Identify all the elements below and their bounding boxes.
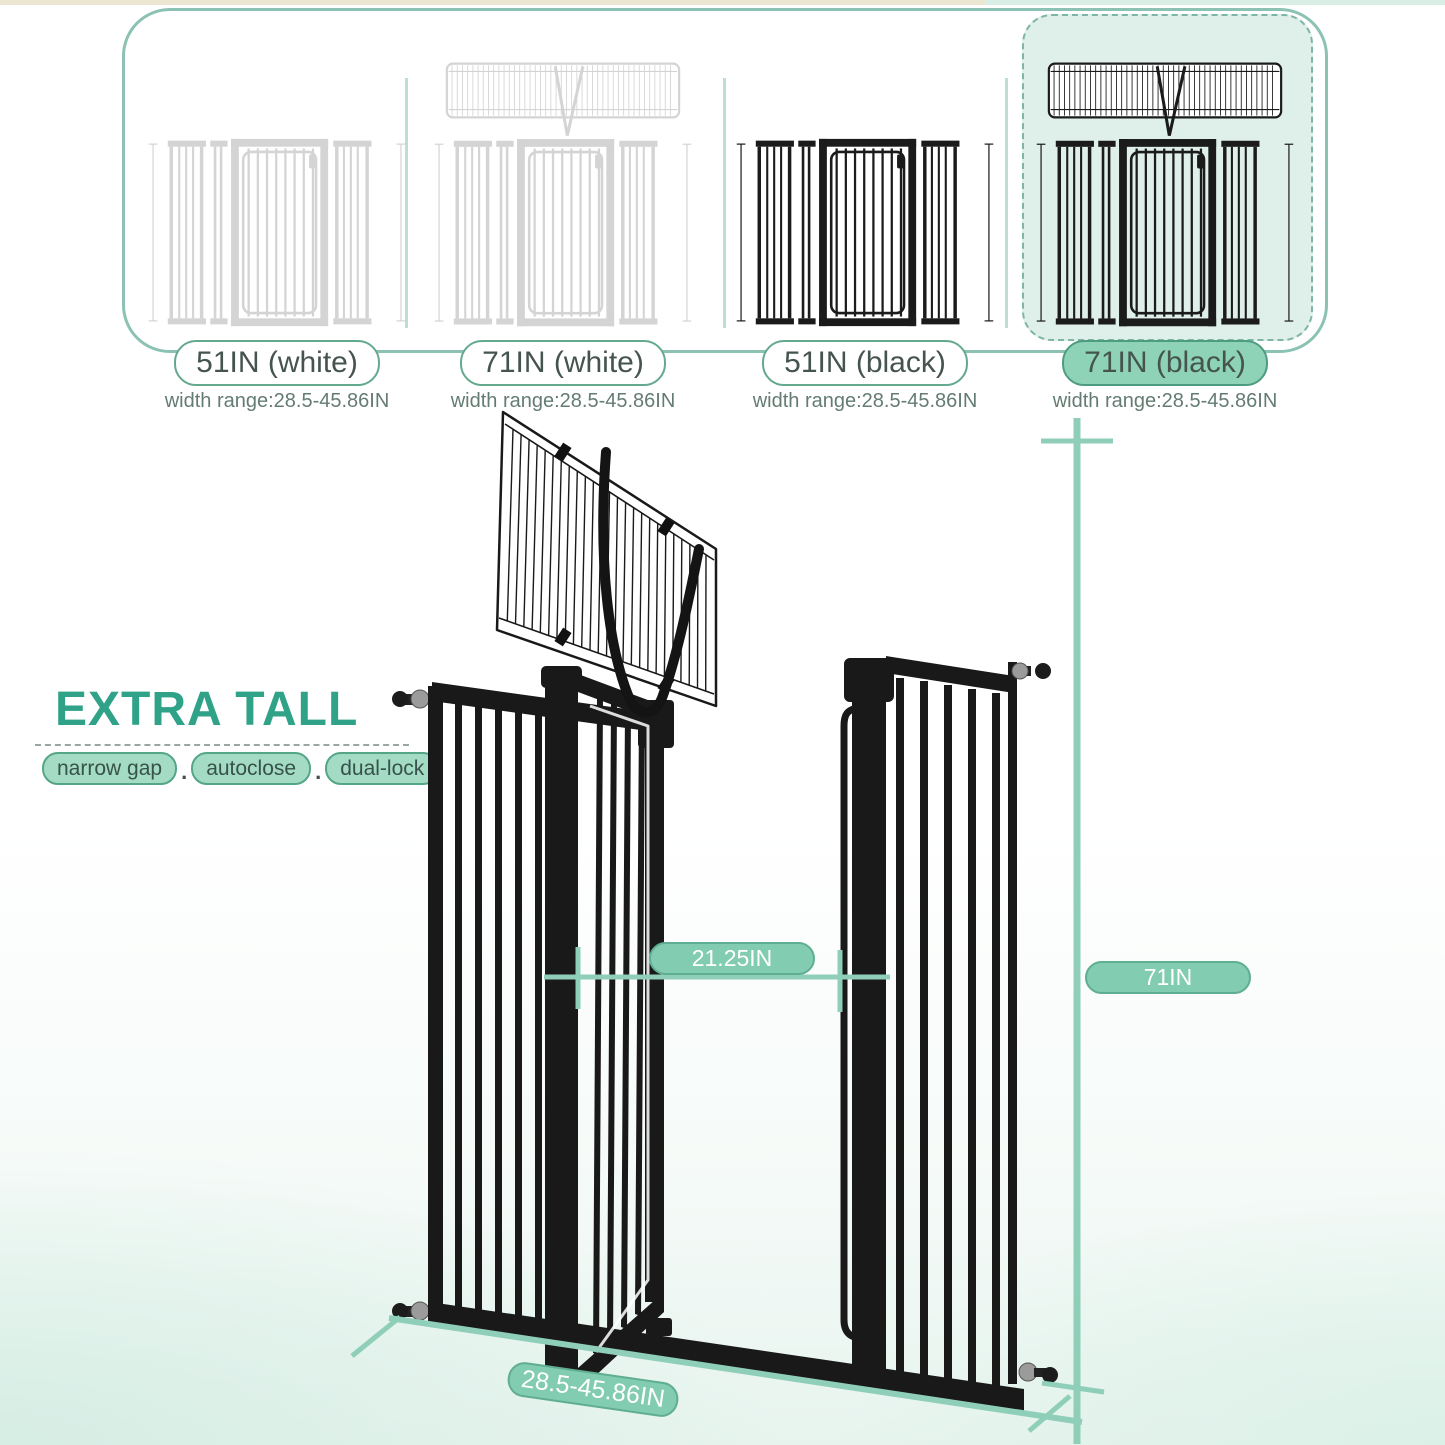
selector-divider <box>1005 78 1008 328</box>
badge-dot: . <box>315 758 322 784</box>
top-strip-left <box>0 0 985 5</box>
variant-option-51in-black[interactable]: 51IN (black) width range:28.5-45.86IN <box>715 10 1015 413</box>
feature-separator-line <box>35 744 409 746</box>
autoclose-handle <box>840 704 866 1342</box>
variant-option-51in-white[interactable]: 51IN (white) width range:28.5-45.86IN <box>127 10 427 413</box>
variant-width-range: width range:28.5-45.86IN <box>752 390 978 412</box>
extra-tall-gate-illustration <box>350 410 1113 1444</box>
variant-width-range: width range:28.5-45.86IN <box>1052 390 1278 412</box>
top-strip-right <box>985 0 1445 5</box>
badge-dot: . <box>181 758 188 784</box>
variant-label[interactable]: 71IN (black) <box>1062 340 1268 386</box>
selector-divider <box>723 78 726 328</box>
variant-option-71in-black[interactable]: 71IN (black) width range:28.5-45.86IN <box>1015 10 1315 413</box>
total-height-label: 71IN <box>1085 961 1251 994</box>
feature-badge-autoclose: autoclose <box>191 752 312 785</box>
feature-badge-narrow-gap: narrow gap <box>42 752 178 785</box>
gate-thumbnail-51in-white <box>127 10 427 334</box>
feature-badges: narrow gap . autoclose . dual-lock <box>42 752 440 785</box>
feature-title: EXTRA TALL <box>55 683 359 736</box>
variant-option-71in-white[interactable]: 71IN (white) width range:28.5-45.86IN <box>413 10 713 413</box>
gate-thumbnail-71in-white <box>413 10 713 334</box>
feature-badge-dual-lock: dual-lock <box>325 752 440 785</box>
variant-width-range: width range:28.5-45.86IN <box>450 390 676 412</box>
door-width-label: 21.25IN <box>649 942 815 975</box>
variant-label[interactable]: 71IN (white) <box>460 340 666 386</box>
variant-label[interactable]: 51IN (black) <box>762 340 968 386</box>
variant-width-range: width range:28.5-45.86IN <box>164 390 390 412</box>
variant-label[interactable]: 51IN (white) <box>174 340 380 386</box>
selector-divider <box>405 78 408 328</box>
gate-thumbnail-51in-black <box>715 10 1015 334</box>
gate-thumbnail-71in-black <box>1015 10 1315 334</box>
extension-strap <box>598 447 704 718</box>
size-selector-container <box>122 8 1328 353</box>
